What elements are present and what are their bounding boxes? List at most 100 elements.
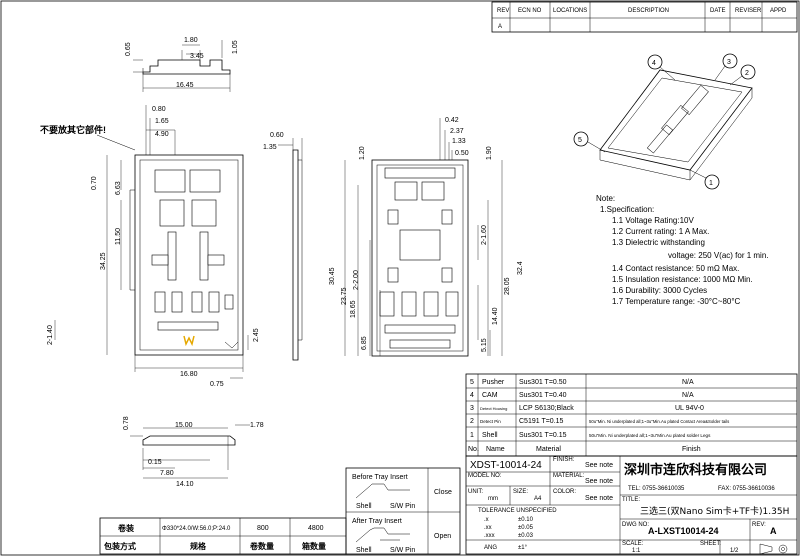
description-col-header: DESCRIPTION <box>628 8 669 14</box>
bom-material: Sus301 T=0.40 <box>519 392 567 399</box>
bom-material: Sus301 T=0.15 <box>519 432 567 439</box>
tol-value: ±1° <box>518 545 528 551</box>
bom-material: Sus301 T=0.50 <box>519 379 567 386</box>
side-view-middle: 0.60 1.35 <box>263 132 303 361</box>
dim-label: 2-1.60 <box>481 225 488 245</box>
scale-value: 1:1 <box>632 548 641 554</box>
tol-value: ±0.05 <box>518 525 534 531</box>
dim-label: 4.90 <box>155 131 169 138</box>
packing-header-box: 箱数量 <box>302 541 326 551</box>
dim-label: 0.75 <box>210 381 224 388</box>
dim-label: 1.35 <box>263 144 277 151</box>
dim-label: 1.20 <box>359 146 366 160</box>
note-item: 1.6 Durability: 3000 Cycles <box>612 286 707 295</box>
bom-header-material: Material <box>536 446 561 453</box>
packing-header-method: 包装方式 <box>103 541 136 551</box>
packing-header-spec: 规格 <box>190 541 207 551</box>
balloon-label: 4 <box>652 60 656 67</box>
warning-marker-icon <box>183 335 195 347</box>
bom-finish: N/A <box>682 392 694 399</box>
company-tel: TEL: 0755-36610035 <box>628 486 685 492</box>
material-label: MATERIAL: <box>553 473 585 479</box>
dim-label: 0.50 <box>455 150 469 157</box>
title-label: TITLE: <box>622 497 640 503</box>
balloon-label: 5 <box>578 137 582 144</box>
size-value: A4 <box>534 496 542 502</box>
dwg-label: DWG NO: <box>622 522 649 528</box>
bom-no: 1 <box>470 432 474 439</box>
bom-no: 2 <box>470 418 474 425</box>
tol-key: .x <box>484 517 489 523</box>
dim-label: 11.50 <box>115 228 122 245</box>
tol-value: ±0.10 <box>518 517 534 523</box>
tol-key: ANG <box>484 545 497 551</box>
dim-label: 0.70 <box>91 176 98 190</box>
dim-label: 0.78 <box>123 416 130 430</box>
open-label: Open <box>434 533 451 540</box>
title-block: XDST-10014-24 FINISH: See note MODEL NO:… <box>465 455 798 555</box>
dim-label: 16.80 <box>180 371 198 378</box>
note-item: voltage: 250 V(ac) for 1 min. <box>668 251 769 260</box>
bom-no: 5 <box>470 379 474 386</box>
front-view-left: 0.80 1.65 4.90 0.70 6.63 11.50 34.25 2-1… <box>40 105 260 388</box>
dim-label: 0.42 <box>445 117 459 124</box>
packing-table: 卷装 Φ330*24.0/W:56.0;P:24.0 800 4800 包装方式… <box>99 517 347 555</box>
dim-label: 30.45 <box>329 267 336 285</box>
dim-label: 0.65 <box>125 42 132 56</box>
front-view-right: 0.42 2.37 1.33 0.50 1.20 1.90 2-1.60 32.… <box>329 117 524 357</box>
bom-material: C5191 T=0.15 <box>519 418 564 425</box>
pin-label: S/W Pin <box>390 503 415 510</box>
size-label: SIZE: <box>513 489 528 495</box>
appd-col-header: APPD <box>770 8 787 14</box>
balloon-label: 2 <box>745 70 749 77</box>
note-item: 1.4 Contact resistance: 50 mΩ Max. <box>612 264 739 273</box>
dim-label: 1.80 <box>184 37 198 44</box>
revision-table: REV ECN NO LOCATIONS DESCRIPTION DATE RE… <box>491 1 798 33</box>
dim-label: 14.10 <box>176 481 194 488</box>
bottom-view: 15.00 1.78 0.78 0.15 7.80 14.10 <box>123 416 264 488</box>
note-item: 1.7 Temperature range: -30°C~80°C <box>612 297 741 306</box>
dim-label: 3.45 <box>190 53 204 60</box>
dim-label: 34.25 <box>100 252 107 270</box>
dim-label: 5.15 <box>481 338 488 352</box>
ecn-col-header: ECN NO <box>518 8 542 14</box>
dim-label: 2-2.00 <box>353 270 360 290</box>
balloon-5-icon <box>573 131 589 147</box>
tolerance-label: TOLERANCE UNSPECIFIED <box>478 508 557 514</box>
packing-spec: Φ330*24.0/W:56.0;P:24.0 <box>162 526 231 532</box>
balloon-label: 1 <box>709 180 713 187</box>
dim-label: 2-1.40 <box>47 325 54 345</box>
dim-label: 1.78 <box>250 422 264 429</box>
tol-key: .xxx <box>484 533 495 539</box>
packing-header-reel: 卷数量 <box>249 541 274 551</box>
unit-label: UNIT: <box>468 489 483 495</box>
bom-no: 4 <box>470 392 474 399</box>
balloon-1-icon <box>704 174 720 190</box>
sheet-value: 1/2 <box>730 548 739 554</box>
model-label: MODEL NO: <box>468 473 502 479</box>
bom-name: Detect Housing <box>480 406 507 411</box>
doc-no: XDST-10014-24 <box>470 460 542 471</box>
dwg-no: A-LXST10014-24 <box>648 526 719 536</box>
balloon-2-icon <box>740 64 756 80</box>
dim-label: 1.05 <box>232 40 239 54</box>
projection-symbol-icon <box>759 543 788 555</box>
tol-key: .xx <box>484 525 492 531</box>
bom-finish: N/A <box>682 379 694 386</box>
bom-header-no: No. <box>468 446 479 453</box>
balloon-label: 3 <box>727 59 731 66</box>
reviser-col-header: REVISER <box>735 8 762 14</box>
color-label: COLOR: <box>553 489 576 495</box>
bom-name: CAM <box>482 392 498 399</box>
shell-label: Shell <box>356 547 372 554</box>
dim-label: 0.15 <box>148 459 162 466</box>
rev-value: A <box>770 526 777 536</box>
see-note: See note <box>585 462 613 469</box>
warning-label: 不要放其它部件! <box>40 124 106 135</box>
specification-notes: Note: 1.Specification: 1.1 Voltage Ratin… <box>596 194 769 306</box>
packing-reel-qty: 800 <box>257 525 269 532</box>
switch-state-table: Before Tray Insert After Tray Insert Clo… <box>345 467 461 555</box>
finish-label: FINISH: <box>553 457 575 463</box>
